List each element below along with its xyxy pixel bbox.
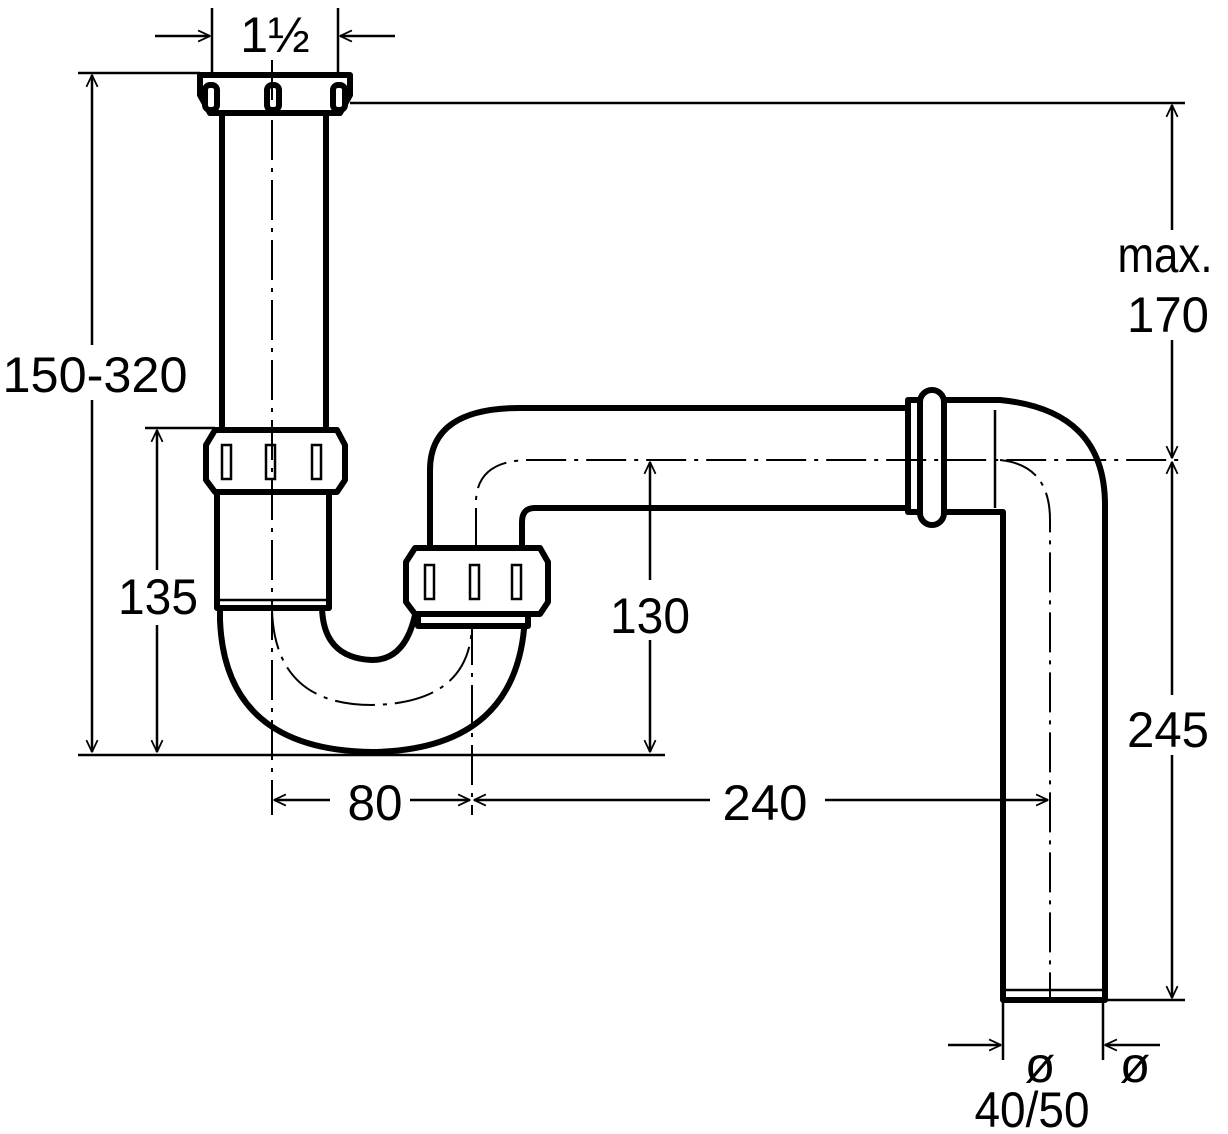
outlet-length-label: 240 bbox=[723, 775, 808, 831]
nut-ring bbox=[415, 611, 531, 629]
max-depth-label: 170 bbox=[1127, 287, 1209, 343]
center-lines bbox=[271, 60, 1185, 1000]
outlet-diameter-label: 40/50 bbox=[975, 1082, 1090, 1134]
trap-width-label: 80 bbox=[348, 775, 403, 831]
max-label: max. bbox=[1118, 227, 1213, 283]
trap-height-label: 135 bbox=[118, 569, 198, 625]
inlet-size-label: 1½ bbox=[240, 7, 310, 63]
dimension-labels: 1½ 150-320 135 130 max. 170 245 80 240 4… bbox=[0, 7, 1220, 1134]
diameter-symbol-50: ø bbox=[1120, 1037, 1151, 1093]
immersion-tube bbox=[219, 105, 329, 436]
siphon-pipes bbox=[197, 72, 1108, 1003]
pipe-collar-ring bbox=[917, 387, 947, 528]
total-height-label: 150-320 bbox=[3, 347, 188, 403]
diameter-symbol-40: ø bbox=[1025, 1037, 1056, 1093]
outlet-drop-label: 245 bbox=[1127, 702, 1209, 758]
outlet-height-label: 130 bbox=[610, 588, 690, 644]
lower-union-nut bbox=[403, 545, 551, 617]
outlet-elbow bbox=[937, 397, 1108, 1003]
u-bend bbox=[217, 602, 528, 755]
horizontal-pipe bbox=[427, 405, 913, 551]
